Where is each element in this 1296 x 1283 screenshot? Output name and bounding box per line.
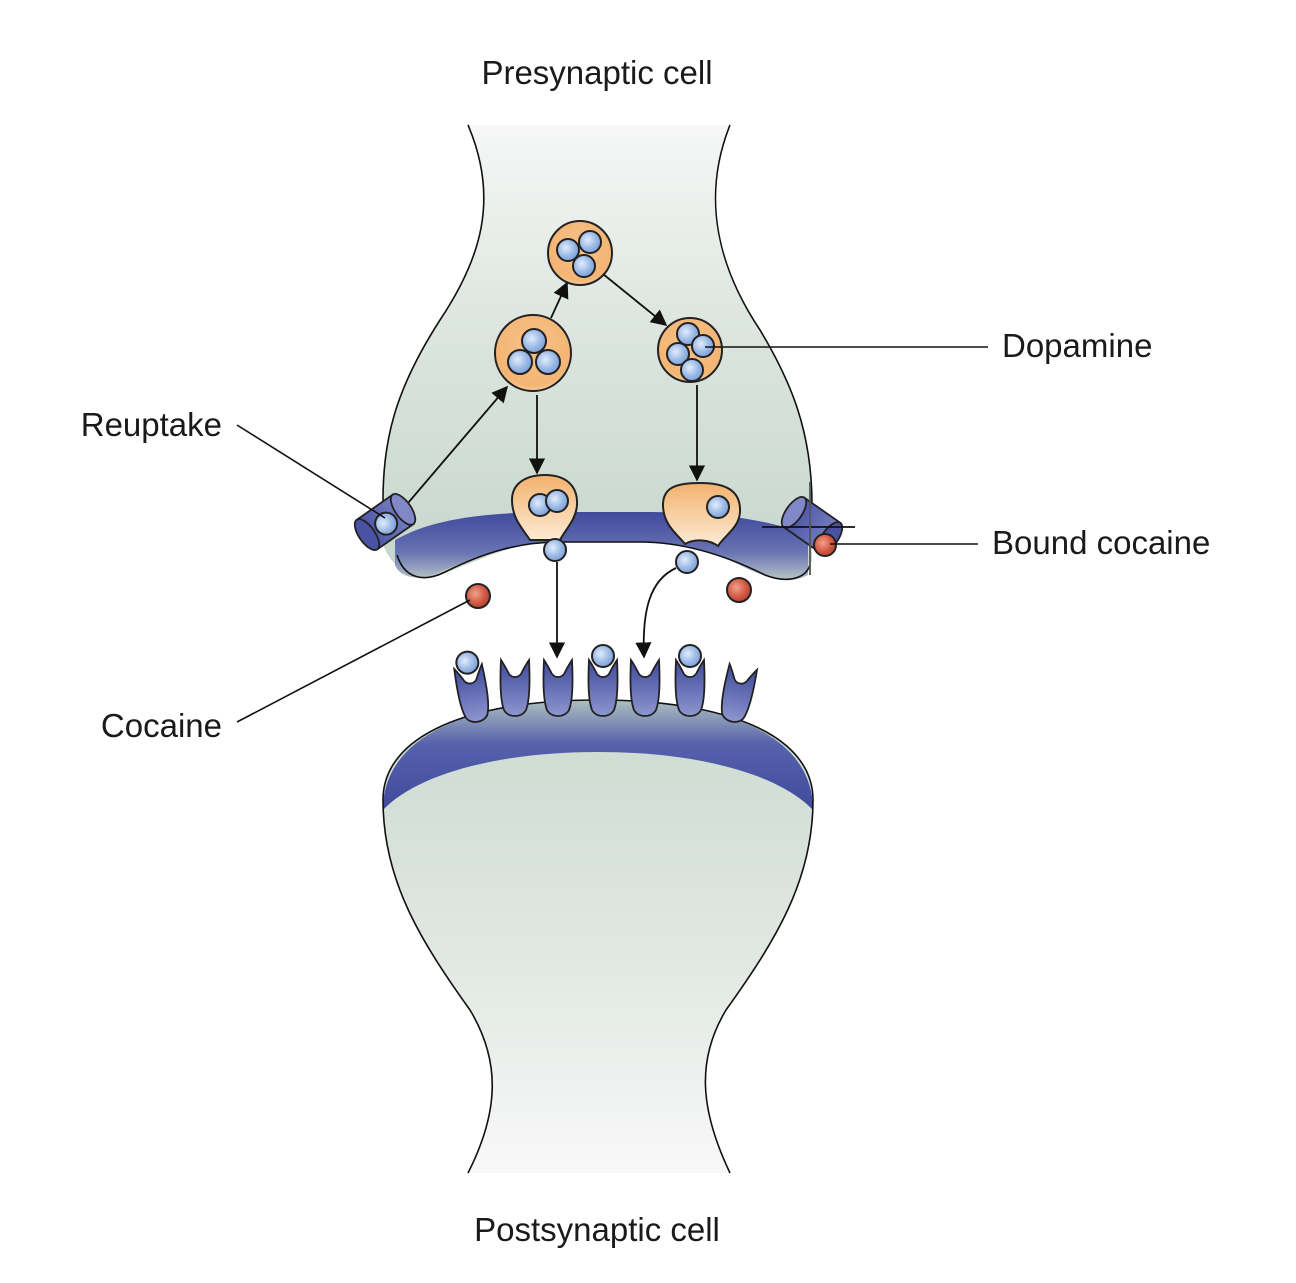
dopamine-molecule [545, 489, 569, 513]
dopamine-molecule [572, 254, 596, 278]
label-presynaptic: Presynaptic cell [481, 54, 712, 91]
vesicle-top [547, 220, 613, 286]
presynaptic-cell [382, 124, 813, 581]
leader-cocaine [236, 599, 471, 723]
dopamine-molecule [507, 349, 533, 375]
label-bound-cocaine: Bound cocaine [992, 524, 1210, 561]
dopamine-molecule [556, 238, 580, 262]
vesicle-right [657, 317, 723, 383]
arrow-dopamine-curve [635, 567, 677, 659]
dopamine-molecule [521, 328, 547, 354]
presynaptic-membrane [395, 512, 808, 581]
label-dopamine: Dopamine [1002, 327, 1152, 364]
dopamine-molecule [706, 495, 730, 519]
receptor [542, 657, 574, 717]
receptor-occupied [587, 644, 619, 717]
label-reuptake: Reuptake [81, 406, 222, 443]
receptor [629, 657, 661, 717]
receptor-occupied [674, 644, 706, 717]
leader-reuptake [236, 424, 386, 519]
bound-dopamine [455, 650, 480, 675]
receptor-occupied [453, 650, 490, 723]
pathway-arrows [407, 273, 706, 659]
dopamine-molecule [535, 349, 561, 375]
dopamine-molecule [680, 358, 704, 382]
fusing-vesicle-left [510, 473, 579, 541]
dopamine-molecule [578, 230, 602, 254]
released-dopamine [543, 538, 567, 562]
postsynaptic-cell [382, 699, 814, 1174]
cocaine-molecule [465, 583, 491, 609]
presynaptic-outline-left [382, 124, 485, 511]
dopamine-molecule [691, 334, 715, 358]
vesicle-left [494, 314, 572, 392]
receptor [720, 661, 759, 723]
postsynaptic-membrane [383, 700, 813, 810]
arrow-vesicle-left-to-top [550, 281, 569, 319]
bound-dopamine [678, 644, 702, 668]
reuptake-transporter [353, 493, 417, 551]
arrow-reuptake-to-vesicle [407, 385, 509, 504]
receptor-group [453, 644, 759, 723]
dopamine-molecule [666, 342, 690, 366]
label-postsynaptic: Postsynaptic cell [474, 1211, 720, 1248]
arrow-vesicle-top-to-right [602, 273, 668, 327]
released-dopamine [675, 550, 699, 574]
postsynaptic-cell-body [383, 700, 813, 1173]
leader-lines [236, 346, 988, 723]
label-cocaine: Cocaine [101, 707, 222, 744]
presynaptic-cell-body [382, 125, 812, 579]
bound-dopamine [591, 644, 615, 668]
presynaptic-outline-right [714, 124, 813, 506]
receptor [499, 657, 531, 717]
fusing-vesicle-right [661, 481, 742, 548]
cocaine-molecule [726, 577, 752, 603]
bound-cocaine-molecule [813, 533, 837, 557]
